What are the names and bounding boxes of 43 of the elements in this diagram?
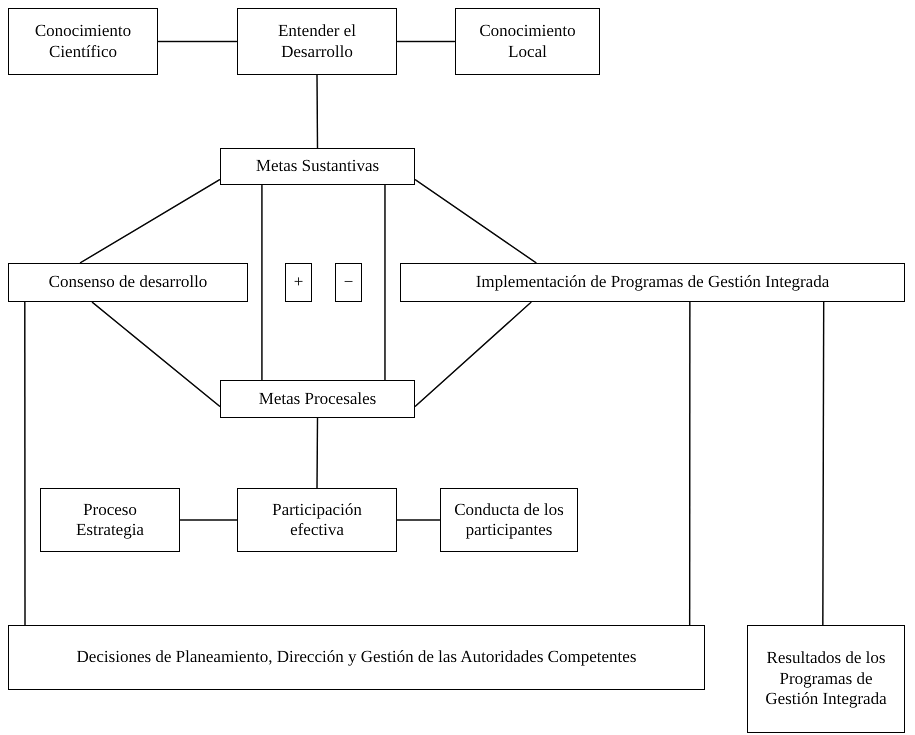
process-box (8, 263, 248, 302)
connector-line (384, 185, 386, 380)
connector-line (316, 418, 318, 488)
process-box (8, 625, 705, 690)
box-label: Metas Sustantivas (256, 156, 380, 177)
connector-line (316, 75, 318, 148)
process-box (8, 8, 158, 75)
process-box (237, 488, 397, 552)
process-box (335, 263, 362, 302)
box-label: Entender el Desarrollo (277, 21, 357, 62)
box-label: Resultados de los Programas de Gestión Integrada (764, 648, 888, 710)
process-box (237, 8, 397, 75)
box-label: Conducta de los participantes (453, 500, 565, 540)
box-label: Conocimiento Local (478, 21, 577, 62)
process-box (220, 380, 415, 418)
box-label: Proceso Estrategia (75, 500, 145, 540)
process-box (455, 8, 600, 75)
box-label: Conocimiento Científico (34, 21, 132, 62)
box-label: − (344, 272, 354, 293)
connector-line (158, 40, 237, 42)
box-label: Decisiones de Planeamiento, Dirección y Gestión de las Autoridades Competentes (76, 647, 636, 668)
connector-line (414, 301, 532, 408)
connector-line (92, 301, 220, 408)
connector-line (80, 178, 220, 264)
connector-line (688, 302, 691, 625)
connector-line (822, 302, 824, 625)
box-label: Implementación de Programas de Gestión Integrada (476, 272, 830, 293)
process-box (747, 625, 905, 733)
process-box (440, 488, 578, 552)
box-label: Consenso de desarrollo (48, 272, 208, 293)
process-box (220, 148, 415, 185)
connector-line (180, 519, 237, 521)
box-label: Metas Procesales (258, 388, 376, 410)
connector-line (414, 178, 537, 264)
connector-line (24, 302, 26, 625)
connector-line (397, 519, 440, 521)
process-box (285, 263, 312, 302)
process-box (40, 488, 180, 552)
box-label: + (294, 272, 304, 293)
box-label: Participación efectiva (271, 500, 363, 540)
connector-line (261, 185, 263, 380)
process-box (400, 263, 905, 302)
connector-line (397, 40, 455, 42)
